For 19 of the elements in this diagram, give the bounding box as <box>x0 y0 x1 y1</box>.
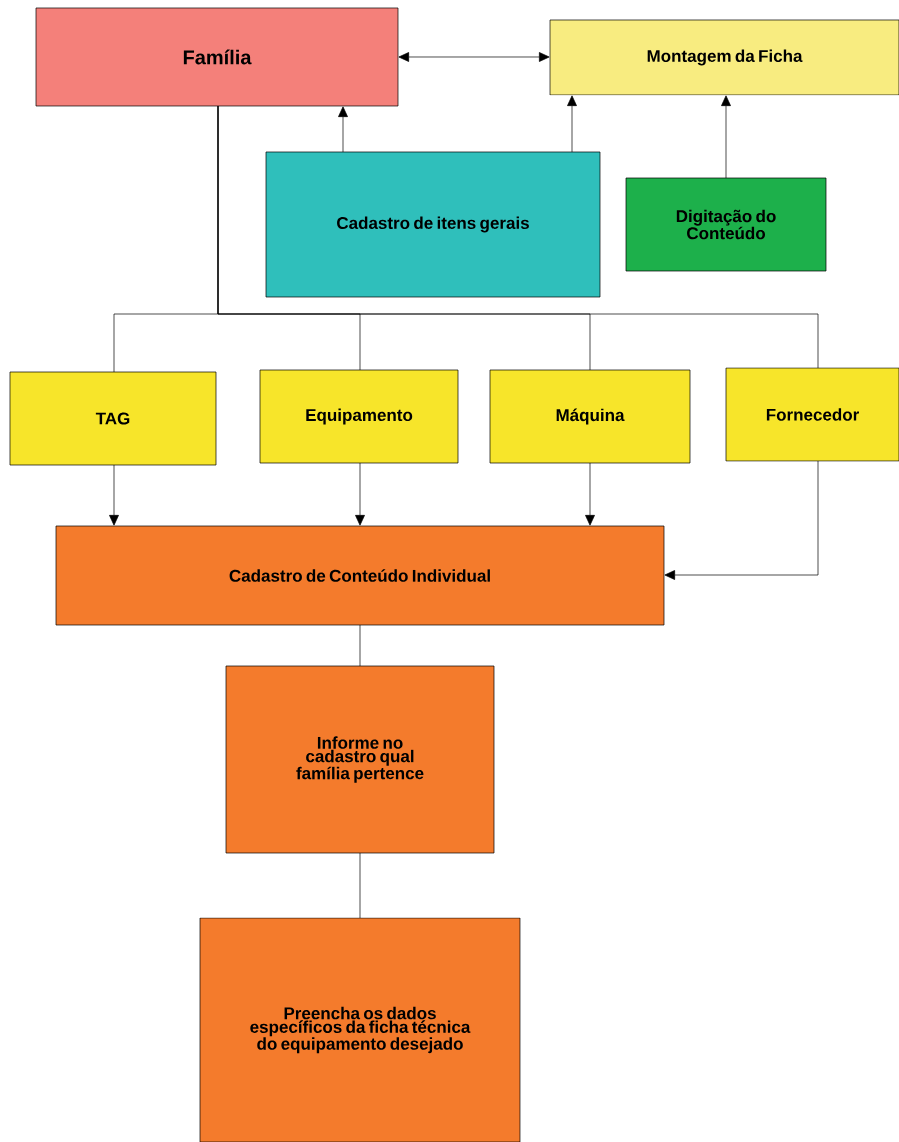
arrow <box>109 464 119 526</box>
process-box: Preencha os dados específicos da ficha técnica do equipamento desejado <box>199 917 521 1142</box>
process-box: TAG <box>9 371 217 466</box>
process-box: Montagem da Ficha <box>549 19 899 96</box>
arrow <box>398 52 550 62</box>
process-box: Equipamento <box>259 369 459 464</box>
process-box: Cadastro de itens gerais <box>265 151 601 298</box>
arrow <box>664 460 819 580</box>
arrow <box>585 462 595 526</box>
arrow <box>567 95 577 153</box>
arrow <box>338 106 348 153</box>
process-box: Cadastro de Conteúdo Individual <box>55 525 665 626</box>
arrow <box>355 462 365 526</box>
process-box: Informe no cadastro qual família pertence <box>225 665 495 854</box>
process-box: Digitação do Conteúdo <box>625 177 827 272</box>
arrow <box>721 95 731 179</box>
process-box: Fornecedor <box>725 367 899 462</box>
process-box: Família <box>35 7 399 107</box>
process-box: Máquina <box>489 369 691 464</box>
